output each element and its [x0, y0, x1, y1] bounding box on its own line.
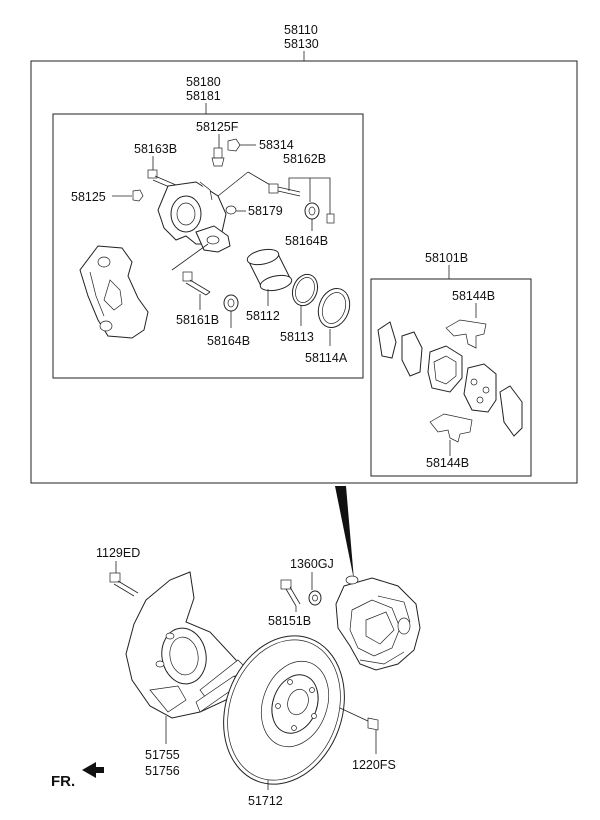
hub-bolt-icon	[109, 572, 139, 597]
caliper-bolt-icon	[280, 579, 301, 607]
label-58164B-bottom: 58164B	[207, 334, 250, 348]
screw-icon	[339, 707, 379, 731]
piston-seal-icon	[291, 273, 319, 307]
label-58144B-bottom: 58144B	[426, 456, 469, 470]
label-51712: 51712	[248, 794, 283, 808]
label-58161B: 58161B	[176, 313, 219, 327]
brake-pads-icon	[377, 321, 523, 437]
label-58179: 58179	[248, 204, 283, 218]
leader-58162B	[288, 177, 331, 214]
label-51755: 51755	[145, 748, 180, 762]
caliper-carrier-icon	[79, 245, 149, 339]
label-58163B: 58163B	[134, 142, 177, 156]
boot-top-icon	[304, 202, 335, 224]
label-58125: 58125	[71, 190, 106, 204]
label-58110: 58110	[284, 23, 318, 37]
caliper-housing-icon	[157, 171, 273, 271]
boot-bottom-icon	[223, 294, 239, 312]
brake-disc-icon	[223, 635, 345, 785]
front-direction-label: FR.	[51, 773, 75, 790]
label-58113: 58113	[280, 330, 314, 344]
label-58130: 58130	[284, 37, 319, 51]
guide-bolt-bottom-icon	[182, 271, 211, 296]
anti-rattle-shim-bottom-icon	[429, 413, 473, 443]
anti-rattle-shim-top-icon	[445, 319, 487, 349]
pad-kit-frame	[370, 278, 532, 477]
label-58112: 58112	[246, 309, 280, 323]
dust-cover-icon	[125, 571, 247, 719]
pin-bolt-top-icon	[268, 183, 301, 197]
label-58314: 58314	[259, 138, 294, 152]
cap-icon	[227, 138, 241, 152]
bleeder-valve-icon	[211, 147, 225, 167]
label-51756: 51756	[145, 764, 180, 778]
label-58101B: 58101B	[425, 251, 468, 265]
piston-boot-icon	[317, 288, 351, 328]
assembly-pointer-icon	[335, 486, 354, 580]
label-58144B-top: 58144B	[452, 289, 495, 303]
label-58180: 58180	[186, 75, 221, 89]
caliper-frame	[52, 113, 364, 379]
bleeder-screw-icon	[132, 189, 144, 202]
caliper-nut-icon	[308, 590, 322, 606]
label-58114A: 58114A	[305, 351, 348, 365]
label-58164B-top: 58164B	[285, 234, 328, 248]
caliper-assembly-icon	[335, 575, 421, 671]
label-1129ED: 1129ED	[96, 546, 140, 560]
label-58162B: 58162B	[283, 152, 326, 166]
label-58151B: 58151B	[268, 614, 311, 628]
label-1220FS: 1220FS	[352, 758, 396, 772]
label-1360GJ: 1360GJ	[290, 557, 334, 571]
front-arrow-icon	[82, 762, 104, 778]
seal-clip-icon	[225, 205, 237, 215]
label-58181: 58181	[186, 89, 221, 103]
label-58125F: 58125F	[196, 120, 239, 134]
piston-icon	[246, 248, 293, 292]
